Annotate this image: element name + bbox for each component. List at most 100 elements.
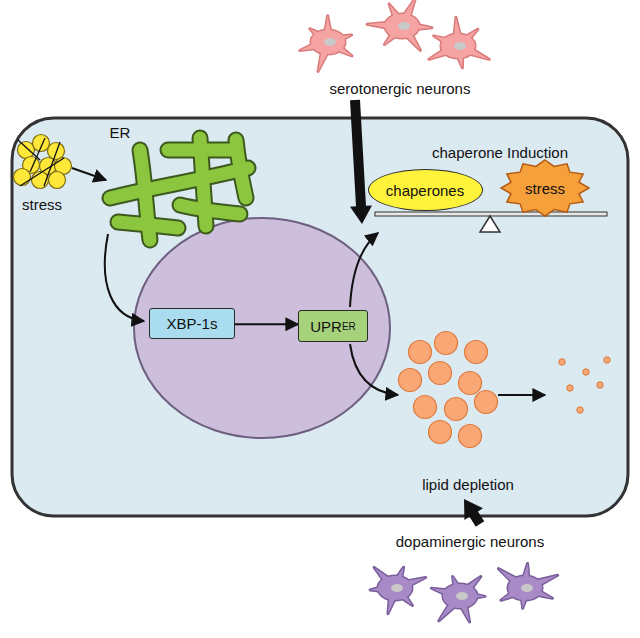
text-label: ER <box>110 124 131 141</box>
arrow <box>72 168 106 180</box>
text-label: stress <box>22 196 62 213</box>
neuron <box>508 576 542 600</box>
node-text: XBP-1s <box>167 315 218 332</box>
chaperone-ellipse: chaperones <box>368 169 483 211</box>
neuron <box>370 567 426 614</box>
er-shape <box>110 168 248 198</box>
neuron <box>429 17 489 68</box>
text-label: chaperone Induction <box>432 144 568 161</box>
process-box: UPRER <box>298 310 368 342</box>
lipid-droplets <box>414 396 437 419</box>
lipid-droplets <box>559 359 565 365</box>
lipid-droplets <box>577 407 583 413</box>
serotonergic-neurons <box>300 0 490 71</box>
neuron <box>378 576 412 600</box>
neuron <box>508 576 542 600</box>
node-text: ER <box>342 321 356 332</box>
connector-arrow <box>235 323 298 325</box>
stress-star: stress <box>501 160 589 216</box>
process-box: XBP-1s <box>149 308 235 339</box>
neuron <box>429 17 489 68</box>
neuron <box>431 576 485 621</box>
lipid-droplets <box>399 369 422 392</box>
neuron <box>367 0 432 50</box>
neuron <box>441 34 475 58</box>
nucleus <box>134 218 390 438</box>
arrow <box>350 233 378 307</box>
er-shape <box>180 205 240 214</box>
star-outline <box>501 160 589 216</box>
stress-cluster <box>30 138 45 172</box>
neuron <box>300 16 352 72</box>
neuron <box>367 0 432 50</box>
lipid-droplets <box>567 385 573 391</box>
neuron <box>521 584 533 592</box>
neuron <box>370 567 426 614</box>
neuron <box>456 592 468 600</box>
neuron <box>311 30 345 54</box>
neuron <box>391 584 403 592</box>
dopaminergic-neurons <box>370 563 558 622</box>
neuron <box>498 563 557 608</box>
cell-membrane <box>12 118 628 516</box>
text-label: dopaminergic neurons <box>396 533 544 550</box>
er-shape <box>180 205 240 214</box>
er-shape <box>110 168 248 198</box>
neuron-signal-arrows <box>350 100 484 527</box>
neuron <box>300 16 352 72</box>
lipid-droplets <box>475 391 498 414</box>
er-shape <box>168 142 232 159</box>
node-text: stress <box>525 180 565 197</box>
lipid-droplets <box>604 357 610 363</box>
signal-arrow <box>464 499 484 527</box>
neuron <box>443 584 477 608</box>
stress-cluster <box>48 143 65 160</box>
er-shape <box>168 144 232 157</box>
lipid-droplets <box>429 421 452 444</box>
lipid-droplets <box>459 372 482 395</box>
stress-cluster <box>49 172 66 189</box>
balance-fulcrum <box>480 216 500 232</box>
stress-cluster <box>33 135 50 152</box>
neuron <box>431 576 485 621</box>
text-label: lipid depletion <box>422 476 514 493</box>
lipid-droplets <box>597 382 603 388</box>
arrow <box>350 344 398 395</box>
text-label: serotonergic neurons <box>330 80 471 97</box>
neuron <box>311 30 345 54</box>
neuron <box>441 34 475 58</box>
neuron <box>385 14 419 38</box>
arrow <box>498 394 545 396</box>
signal-arrow <box>350 100 372 224</box>
er-shape <box>118 222 178 228</box>
neuron <box>367 0 432 50</box>
node-text: chaperones <box>386 182 464 199</box>
lipid-droplets <box>409 341 432 364</box>
neuron <box>324 38 336 46</box>
lipid-droplets <box>459 425 482 448</box>
lipid-droplets <box>445 398 468 421</box>
lipid-droplets <box>465 341 488 364</box>
stress-cluster <box>14 135 72 189</box>
neuron <box>300 16 352 72</box>
neuron <box>498 563 557 608</box>
node-text: UPR <box>310 318 342 335</box>
stress-cluster <box>14 169 31 186</box>
balance-beam <box>375 212 607 216</box>
lipid-droplets <box>429 362 452 385</box>
stress-cluster <box>20 158 64 186</box>
neuron <box>370 567 426 614</box>
neuron <box>378 576 412 600</box>
lipid-droplets <box>435 332 458 355</box>
neuron <box>385 14 419 38</box>
neuron <box>443 584 477 608</box>
neuron <box>454 42 466 50</box>
arrow <box>105 234 144 321</box>
er-shape <box>118 222 178 228</box>
stress-cluster <box>44 142 60 186</box>
lipid-droplets <box>583 369 589 375</box>
neuron <box>429 17 489 68</box>
neuron <box>398 22 410 30</box>
lipid-droplets <box>399 332 611 448</box>
